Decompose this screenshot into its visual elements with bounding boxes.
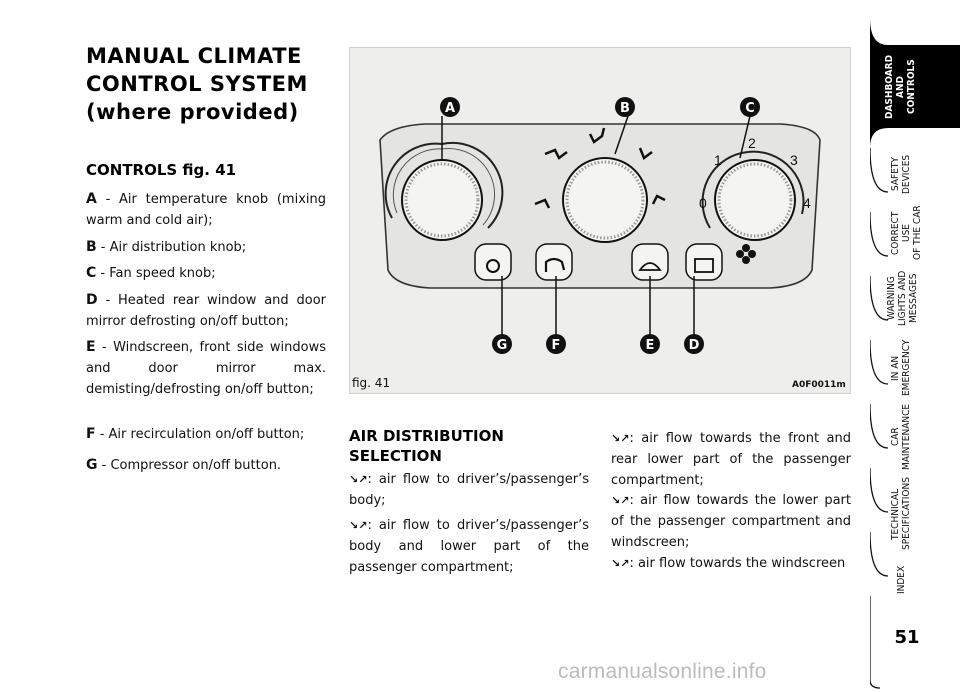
fan-scale-0: 0 (699, 195, 707, 211)
control-item-d: D - Heated rear window and door mirror d… (86, 290, 326, 332)
callout-e: E (640, 334, 660, 354)
tab-index[interactable]: INDEX (896, 565, 907, 595)
callout-a: A (440, 97, 460, 117)
distribution-text: : air flow to driver’s/passenger’s body; (349, 472, 589, 508)
svg-text:E: E (646, 338, 655, 353)
callout-g: G (492, 334, 512, 354)
control-item-a: A - Air temperature knob (mixing warm an… (86, 189, 326, 231)
control-letter: D (86, 292, 98, 308)
airflow-icon (534, 198, 551, 209)
figure-climate-panel: 0 1 2 3 4 (349, 47, 851, 394)
svg-text:D: D (689, 338, 700, 353)
fan-scale-3: 3 (790, 152, 798, 168)
tab-car-maintenance[interactable]: CAR MAINTENANCE (890, 403, 912, 470)
control-text: - Windscreen, front side windows and doo… (86, 340, 326, 397)
windscreen-icon (638, 262, 662, 271)
distribution-item: ↘↗: air flow to driver’s/passenger’s bod… (349, 469, 589, 511)
control-letter: A (86, 191, 97, 207)
watermark: carmanualsonline.info (558, 660, 767, 683)
control-letter: G (86, 457, 98, 473)
svg-text:C: C (745, 101, 755, 116)
distribution-text: : air flow to driver’s/passenger’s body … (349, 518, 589, 575)
control-text: - Heated rear window and door mirror def… (86, 293, 326, 329)
recirculation-button (535, 243, 573, 281)
control-item-f: F - Air recirculation on/off button; (86, 424, 326, 445)
airflow-windscreen-icon: ↘↗ (611, 557, 630, 570)
control-letter: C (86, 265, 97, 281)
figure-code: A0F0011m (792, 380, 846, 390)
title-line-1: MANUAL CLIMATE (86, 44, 302, 68)
control-letter: E (86, 339, 96, 355)
airflow-icon (588, 127, 606, 144)
recirculation-icon (544, 257, 566, 272)
airflow-icon (651, 194, 666, 205)
control-item-b: B - Air distribution knob; (86, 237, 326, 258)
distribution-item: ↘↗: air flow to driver’s/passenger’s bod… (349, 515, 589, 578)
temperature-knob (384, 141, 504, 241)
control-item-c: C - Fan speed knob; (86, 263, 326, 284)
control-letter: F (86, 426, 96, 442)
control-text: - Fan speed knob; (96, 266, 216, 281)
title-line-3: (where provided) (86, 100, 299, 124)
control-item-g: G - Compressor on/off button. (86, 455, 326, 476)
control-text: - Air temperature knob (mixing warm and … (86, 192, 326, 228)
control-text: - Air recirculation on/off button; (95, 427, 305, 442)
distribution-text: : air flow towards the front and rear lo… (611, 431, 851, 488)
snowflake-icon (486, 259, 500, 273)
fan-icon (736, 244, 756, 264)
fan-scale-1: 1 (714, 152, 722, 168)
airflow-body-feet-icon: ↘↗ (349, 519, 368, 532)
distribution-heading-line-1: AIR DISTRIBUTION (349, 427, 504, 445)
airflow-icon (544, 148, 568, 160)
title-line-2: CONTROL SYSTEM (86, 72, 308, 96)
tab-safety-devices[interactable]: SAFETY DEVICES (890, 154, 912, 194)
distribution-item: ↘↗: air flow towards the lower part of t… (611, 490, 851, 553)
page-number: 51 (894, 627, 920, 648)
tab-warning-lights[interactable]: WARNING LIGHTS AND MESSAGES (886, 270, 919, 326)
climate-panel-illustration: 0 1 2 3 4 (379, 97, 821, 354)
control-item-e: E - Windscreen, front side windows and d… (86, 337, 326, 400)
figure-label: fig. 41 (352, 376, 391, 390)
rear-window-defrost-button (685, 243, 723, 281)
windscreen-defrost-button (631, 243, 669, 281)
airflow-feet-icon: ↘↗ (611, 432, 630, 445)
tab-dashboard-and-controls[interactable]: DASHBOARD AND CONTROLS (884, 54, 917, 120)
distribution-heading: AIR DISTRIBUTION SELECTION (349, 426, 504, 466)
svg-text:A: A (445, 101, 455, 116)
tab-in-an-emergency[interactable]: IN AN EMERGENCY (890, 339, 912, 397)
callout-b: B (615, 97, 635, 117)
page-title: MANUAL CLIMATE CONTROL SYSTEM (where pro… (86, 42, 336, 126)
chapter-sidebar: DASHBOARD AND CONTROLS SAFETY DEVICES CO… (869, 0, 960, 692)
control-text: - Compressor on/off button. (97, 458, 282, 473)
compressor-button (474, 243, 512, 281)
fan-speed-knob: 0 1 2 3 4 (699, 135, 811, 264)
rear-window-icon (694, 258, 714, 273)
controls-heading: CONTROLS fig. 41 (86, 161, 237, 179)
callout-f: F (546, 334, 566, 354)
svg-text:B: B (620, 101, 630, 116)
leader-line (739, 115, 751, 159)
distribution-item: ↘↗: air flow towards the front and rear … (611, 428, 851, 491)
svg-text:F: F (552, 338, 561, 353)
distribution-item: ↘↗: air flow towards the windscreen (611, 553, 851, 574)
airflow-icon (638, 147, 653, 160)
distribution-knob (534, 115, 666, 243)
tab-technical-specifications[interactable]: TECHNICAL SPECIFICATIONS (890, 477, 912, 551)
distribution-heading-line-2: SELECTION (349, 447, 442, 465)
fan-scale-2: 2 (748, 135, 756, 151)
sidebar-tabs (869, 18, 960, 689)
fan-scale-4: 4 (803, 195, 811, 211)
tab-shape-active (870, 18, 960, 148)
tab-correct-use[interactable]: CORRECT USE OF THE CAR (890, 205, 923, 261)
distribution-text: : air flow towards the windscreen (629, 556, 846, 571)
callout-c: C (740, 97, 760, 117)
airflow-feet-windscreen-icon: ↘↗ (611, 494, 630, 507)
distribution-text: : air flow towards the lower part of the… (611, 493, 851, 550)
callout-d: D (684, 334, 704, 354)
control-text: - Air distribution knob; (96, 240, 247, 255)
control-letter: B (86, 239, 97, 255)
airflow-body-icon: ↘↗ (349, 473, 368, 486)
svg-text:G: G (497, 338, 508, 353)
